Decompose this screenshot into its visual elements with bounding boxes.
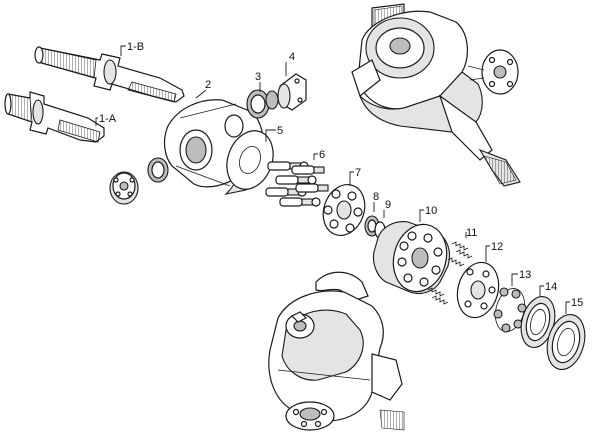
- assembled-pump-top: [351, 3, 521, 187]
- label-8: 8: [373, 191, 379, 203]
- assembled-pump-bottom: [268, 271, 405, 431]
- label-11: 11: [466, 227, 477, 239]
- cylinder-block-10: [372, 221, 451, 295]
- seal-ring-3: [246, 89, 279, 119]
- label-6: 6: [319, 149, 325, 161]
- label-7: 7: [355, 167, 361, 179]
- label-5: 5: [277, 125, 283, 137]
- pistons-6: [265, 161, 329, 207]
- label-12: 12: [491, 241, 503, 253]
- shaft-1a: [4, 91, 105, 143]
- flange-4: [277, 73, 307, 111]
- label-14: 14: [545, 281, 557, 293]
- springs-11: [427, 241, 473, 305]
- label-2: 2: [205, 79, 211, 91]
- flange-lower-left: [109, 171, 139, 205]
- label-9: 9: [385, 199, 391, 211]
- label-4: 4: [289, 51, 295, 63]
- valve-plate-12: [456, 261, 500, 319]
- part-labels: 1-B 1-A 2 3 4 5 6 7 8 9 10 11 12 13 14 1…: [99, 41, 583, 309]
- label-1a: 1-A: [99, 113, 117, 125]
- bearing-ring-15: [546, 314, 586, 370]
- label-3: 3: [255, 71, 261, 83]
- label-10: 10: [425, 205, 437, 217]
- leader-lines: [95, 45, 570, 314]
- label-1b: 1-B: [127, 41, 144, 53]
- label-15: 15: [571, 297, 583, 309]
- retainer-plate-7: [322, 184, 366, 236]
- label-13: 13: [519, 269, 531, 281]
- rings-8-9: [364, 215, 386, 239]
- bearing-14: [520, 295, 556, 349]
- seal-lower-left: [147, 157, 169, 183]
- shaft-1b: [34, 46, 185, 103]
